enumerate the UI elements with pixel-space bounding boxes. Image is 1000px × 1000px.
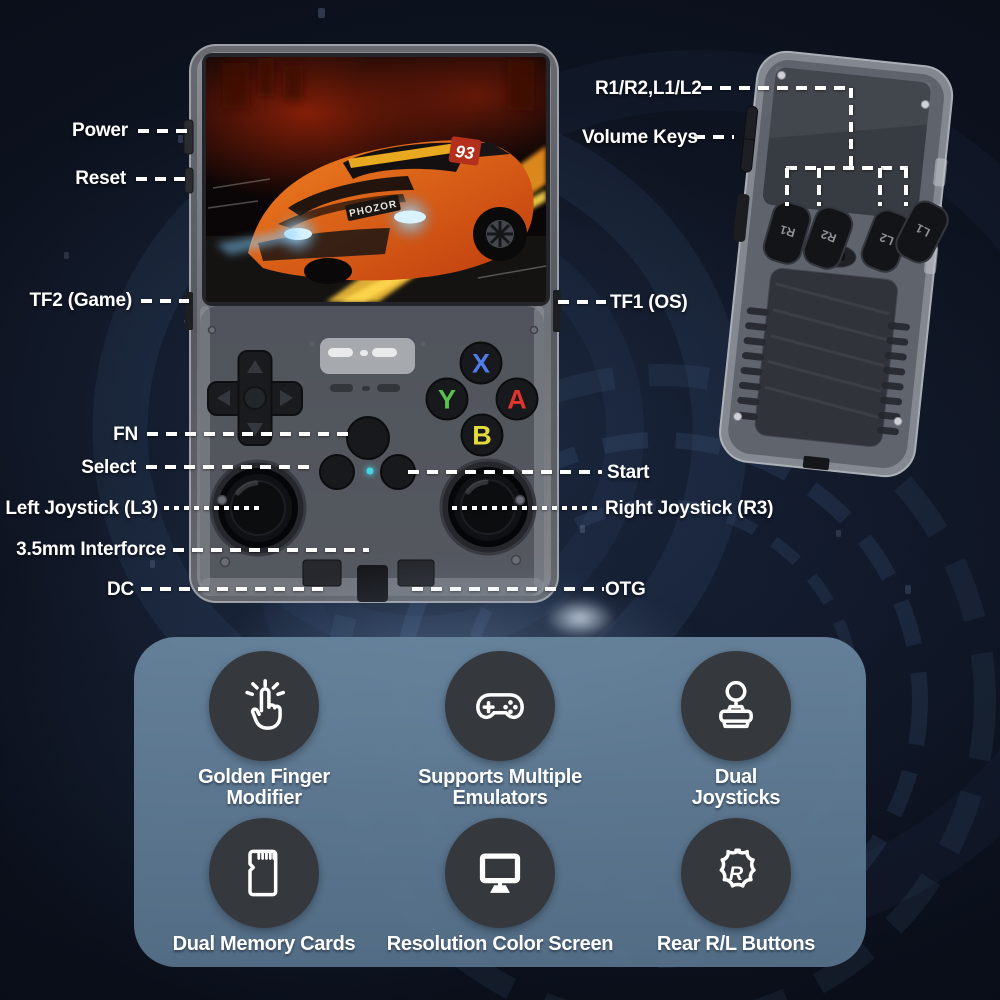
leader-left-joystick xyxy=(164,506,260,510)
feature-resolution-screen: Resolution Color Screen xyxy=(382,818,618,967)
callout-triggers: R1/R2,L1/L2 xyxy=(595,78,702,99)
monitor-icon xyxy=(479,853,521,893)
leader-fn xyxy=(147,432,351,436)
leader-triggers-bracket xyxy=(786,166,908,170)
leader-trigger-r1-v xyxy=(785,168,789,206)
headphone-jack xyxy=(357,565,388,602)
otg-port xyxy=(397,559,435,587)
callout-35mm-interface: 3.5mm Interforce xyxy=(16,539,166,560)
tf1-card-slot xyxy=(553,290,561,332)
callout-dc: DC xyxy=(106,579,134,600)
feature-label: Resolution Color Screen xyxy=(386,933,614,955)
feature-panel: Golden Finger Modifier Supports Multiple… xyxy=(134,637,866,967)
trigger-r2: R2 xyxy=(802,206,854,270)
gamepad-icon xyxy=(476,693,524,720)
tap-hand-icon xyxy=(245,679,285,730)
feature-label: Supports Multiple Emulators xyxy=(418,766,582,809)
feature-multiple-emulators: Supports Multiple Emulators xyxy=(382,651,618,818)
trigger-l1-label: L1 xyxy=(913,221,932,240)
trigger-l1: L1 xyxy=(895,200,949,264)
callout-otg: OTG xyxy=(605,579,646,600)
car-number: 93 xyxy=(454,142,476,164)
callout-reset: Reset xyxy=(75,168,126,189)
leader-triggers-v xyxy=(849,88,853,170)
console-front-view: 93 PHOZOR xyxy=(183,44,561,603)
callout-start: Start xyxy=(607,462,650,483)
leader-tf2 xyxy=(141,299,189,303)
leader-volume-keys xyxy=(694,135,734,139)
callout-fn: FN xyxy=(113,424,138,445)
sd-card-icon xyxy=(248,849,278,897)
power-button xyxy=(183,119,194,155)
trigger-r1: R1 xyxy=(762,201,812,265)
button-a xyxy=(495,377,539,421)
joystick-icon xyxy=(719,680,753,729)
button-x xyxy=(459,341,503,385)
feature-label: Dual Joysticks xyxy=(691,766,781,809)
grip-ridges-right xyxy=(876,322,910,436)
callout-tf2-game: TF2 (Game) xyxy=(29,290,132,311)
trigger-r1-label: R1 xyxy=(778,222,797,240)
dc-port xyxy=(302,559,342,587)
feature-rear-buttons: R Rear R/L Buttons xyxy=(618,818,854,967)
leader-otg xyxy=(412,587,604,591)
console-rear-view: R1 R2 L2 L1 xyxy=(719,50,954,478)
callout-left-joystick: Left Joystick (L3) xyxy=(5,498,158,519)
trigger-r2-label: R2 xyxy=(819,227,839,246)
leader-trigger-r2-v xyxy=(817,168,821,206)
feature-golden-finger: Golden Finger Modifier xyxy=(146,651,382,818)
trigger-l2-label: L2 xyxy=(877,230,895,248)
feature-label: Rear R/L Buttons xyxy=(656,933,816,955)
dpad xyxy=(207,350,303,446)
leader-power xyxy=(138,129,188,133)
callout-right-joystick: Right Joystick (R3) xyxy=(605,498,774,519)
leader-start xyxy=(408,470,602,474)
feature-dual-joysticks: Dual Joysticks xyxy=(618,651,854,818)
callout-power: Power xyxy=(71,120,128,141)
feature-label: Golden Finger Modifier xyxy=(198,766,330,809)
battery-compartment xyxy=(754,267,899,448)
button-b xyxy=(460,413,504,457)
rear-badge-icon: R xyxy=(719,848,756,888)
callout-tf1-os: TF1 (OS) xyxy=(610,292,688,313)
leader-trigger-l1-v xyxy=(904,168,908,206)
button-a-label: A xyxy=(507,385,527,415)
svg-text:R: R xyxy=(729,863,744,885)
leader-dc xyxy=(141,587,325,591)
feature-label: Dual Memory Cards xyxy=(172,933,356,955)
callout-select: Select xyxy=(81,457,136,478)
leader-trigger-l2-v xyxy=(878,168,882,206)
button-y xyxy=(425,377,469,421)
leader-triggers-h xyxy=(701,86,852,90)
tf2-card-slot xyxy=(185,292,193,330)
button-y-label: Y xyxy=(438,385,456,415)
select-button xyxy=(319,454,355,490)
fn-button xyxy=(346,416,390,460)
leader-reset xyxy=(136,177,188,181)
feature-dual-memory-cards: Dual Memory Cards xyxy=(146,818,382,967)
leader-35mm xyxy=(173,548,369,552)
button-b-label: B xyxy=(472,421,492,451)
racing-game-art: 93 PHOZOR xyxy=(206,57,546,302)
speaker-grille xyxy=(309,338,426,392)
callout-volume-keys: Volume Keys xyxy=(582,127,698,148)
leader-select xyxy=(146,465,316,469)
leader-tf1 xyxy=(558,300,606,304)
face-buttons: X Y A B xyxy=(425,341,539,457)
leader-right-joystick xyxy=(452,506,602,510)
button-x-label: X xyxy=(472,349,490,379)
rear-sd-slot xyxy=(733,193,750,242)
